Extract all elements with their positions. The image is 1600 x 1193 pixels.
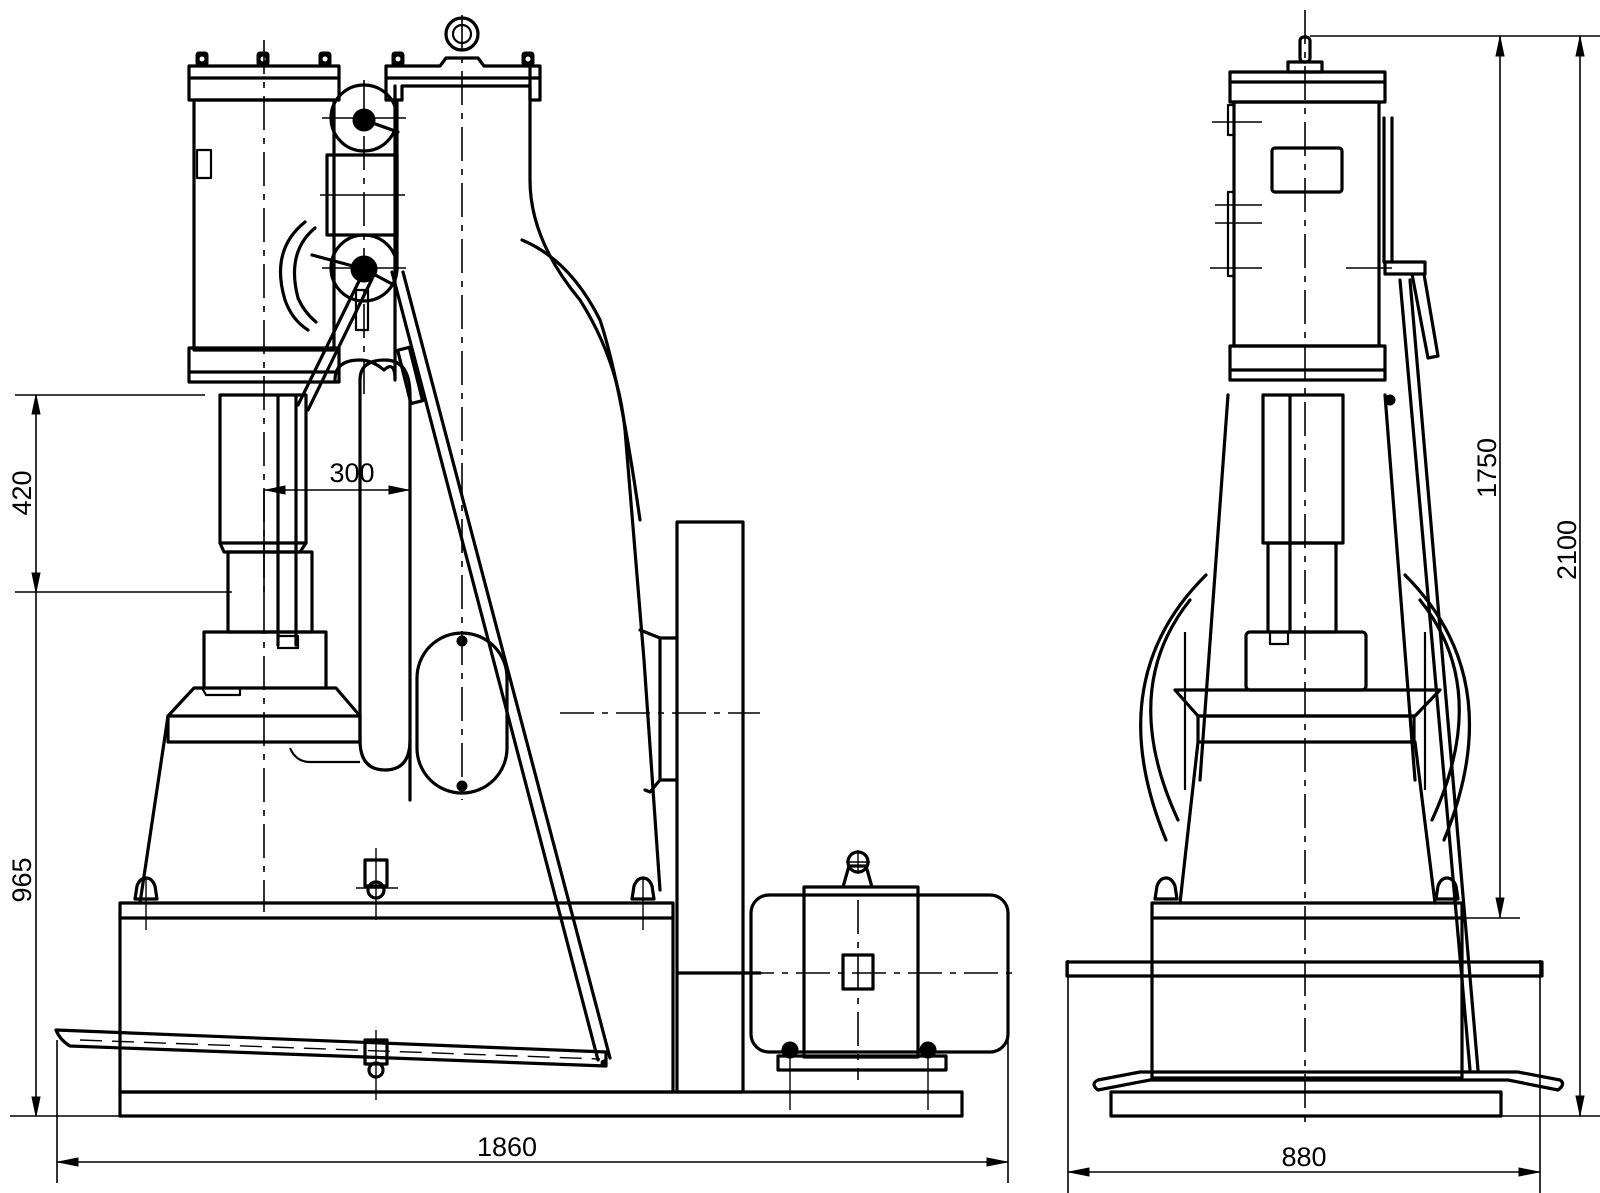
dim-965-label: 965 [7,857,37,902]
side-cylinder [1232,100,1381,348]
side-pedestal [1178,740,1437,905]
frame-back-curve [528,64,662,892]
lower-die [202,630,328,690]
head-bolts [195,51,535,67]
anvil-base-block [118,901,675,1094]
side-drip-tray [1092,1070,1565,1092]
ram-upper [218,393,308,545]
dimension-throat-depth: 300 [263,458,410,600]
quadrant-lever [278,220,310,332]
ram-lower [226,550,314,634]
hand-lever [296,273,374,412]
side-hand-lever [1410,272,1440,360]
foot-treadle [54,1028,608,1068]
side-treadle-rod [1398,278,1480,1072]
dim-1860-label: 1860 [477,1132,537,1162]
anvil-pedestal-left-edge [138,714,170,905]
electric-motor [749,850,1010,1110]
base-plate [118,1090,964,1118]
dim-1750-label: 1750 [1472,438,1502,498]
treadle-linkage-rod [390,270,612,1062]
anvil-foundation-bolts [133,876,656,930]
side-control-rod [1382,116,1394,264]
flywheel [675,520,745,1094]
frame-throat [358,358,412,772]
side-base-plate [1109,1090,1503,1118]
side-ram [1261,393,1345,545]
side-cylinder-head [1228,70,1387,104]
side-nameplate [1270,146,1344,194]
side-anvil-block [1150,901,1464,1080]
dimension-anvil-height: 965 [7,592,120,1117]
dimension-cylinder-height: 1750 [1310,35,1600,919]
cylinder-head-right [384,56,542,102]
dimension-overall-length: 1860 [56,960,1009,1183]
flywheel-guard-left [1139,573,1208,842]
dim-880-label: 880 [1281,1142,1326,1172]
side-frame-columns [1198,393,1417,782]
side-view: 1750 2100 880 [1065,10,1600,1193]
dimension-overall-width: 880 [1067,960,1541,1193]
dimension-ram-stroke: 420 [7,394,232,593]
dimension-overall-height: 2100 [1500,36,1600,1117]
dim-2100-label: 2100 [1552,520,1582,580]
motor-rail [776,1054,948,1072]
front-view: 420 300 965 1860 [7,15,1020,1183]
dim-420-label: 420 [7,470,37,515]
dim-300-label: 300 [329,458,374,488]
